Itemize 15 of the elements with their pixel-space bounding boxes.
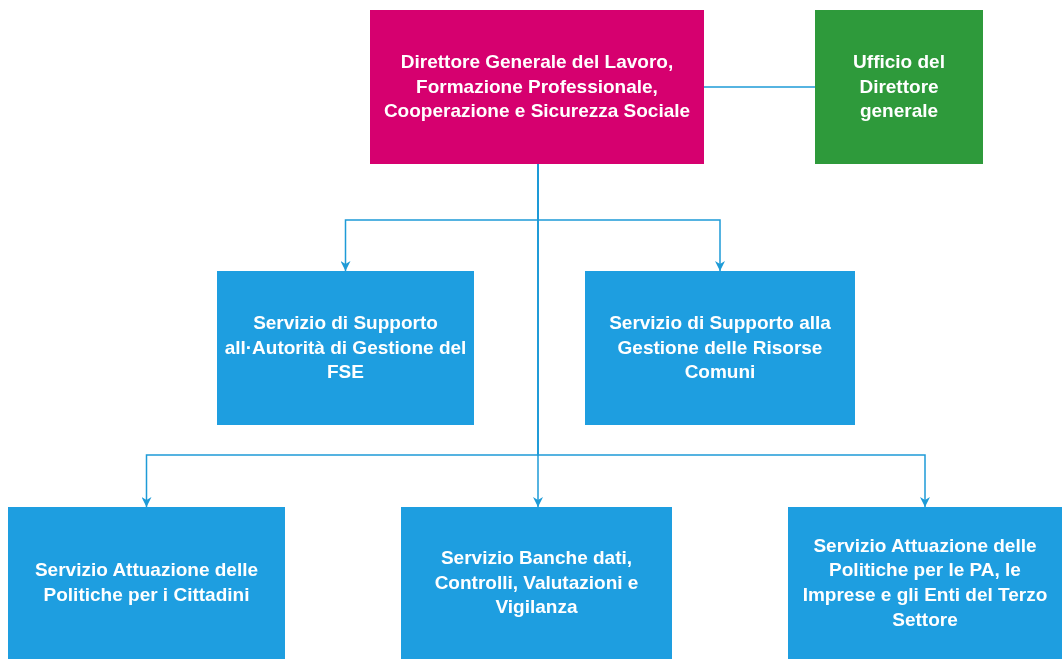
director-box xyxy=(370,10,704,164)
box-label: Servizio Attuazione delle Politiche per le PA, le Imprese e gli Enti del Terzo Settore xyxy=(801,533,1049,632)
connector-line xyxy=(703,86,816,88)
box-label: Servizio Attuazione delle Politiche per i Cittadini xyxy=(33,558,260,607)
box-label: Servizio Banche dati, Controlli, Valutazioni e Vigilanza xyxy=(433,545,640,620)
service-box xyxy=(217,271,474,425)
service-box xyxy=(788,507,1062,659)
service-box xyxy=(401,507,672,659)
service-box xyxy=(585,271,855,425)
box-label: Servizio di Supporto alla Gestione delle Risorse Comuni xyxy=(608,310,832,385)
box-label: Ufficio del Direttore generale xyxy=(852,49,946,124)
box-label: Direttore Generale del Lavoro, Formazione Professionale, Cooperazione e Sicurezza Sociale xyxy=(382,49,692,124)
box-label: Servizio di Supporto all·Autorità di Gestione del FSE xyxy=(223,310,468,385)
office-box xyxy=(815,10,983,164)
service-box xyxy=(8,507,285,659)
